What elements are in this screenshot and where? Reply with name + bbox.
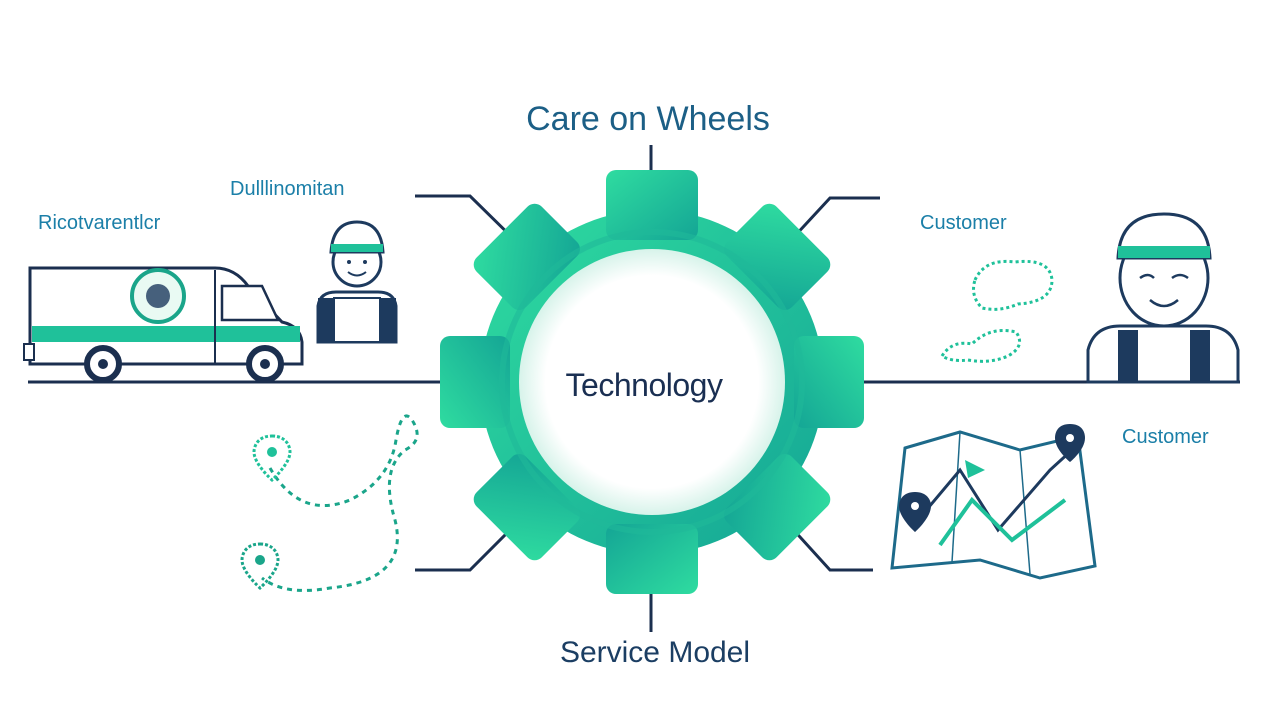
map-pin-icon — [1055, 424, 1085, 462]
worker-avatar-icon — [316, 220, 398, 344]
center-label: Technology — [565, 367, 723, 403]
customer-avatar-icon — [1086, 212, 1240, 384]
right-top-label: Customer — [920, 212, 1007, 234]
map-icon — [890, 424, 1097, 580]
chat-bubbles-icon — [939, 259, 1054, 363]
route-path-icon — [240, 414, 419, 592]
right-mid-label: Customer — [1122, 426, 1209, 448]
gear-icon — [440, 170, 864, 594]
left-far-label: Ricotvarentlcr — [38, 212, 161, 234]
bottom-label: Service Model — [559, 636, 751, 669]
van-icon — [23, 266, 304, 383]
route-end-pin-icon — [240, 542, 280, 591]
left-near-label: Dulllinomitan — [230, 178, 345, 200]
diagram-title: Care on Wheels — [526, 100, 770, 138]
map-pin-icon — [899, 492, 931, 532]
route-start-pin-icon — [252, 434, 292, 483]
